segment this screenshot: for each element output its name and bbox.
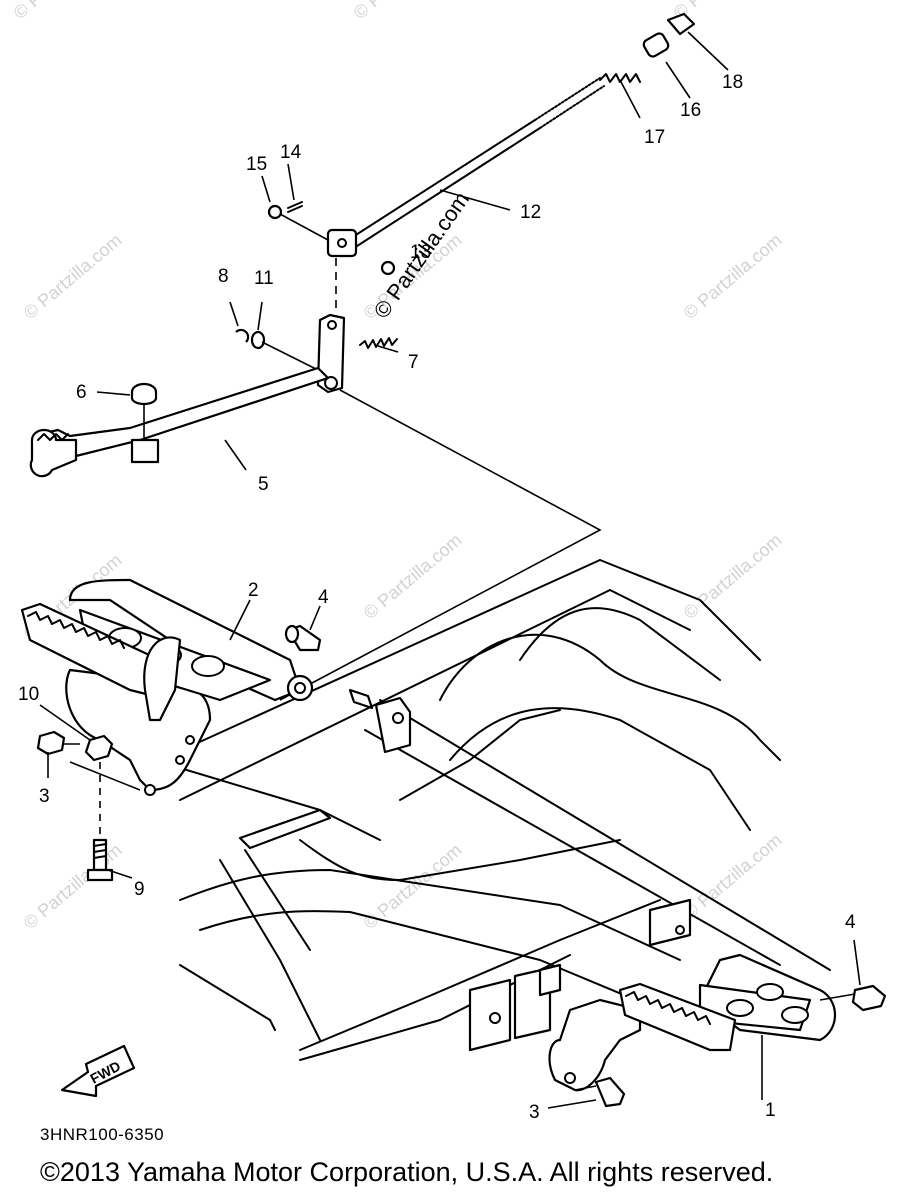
cross-tube	[238, 808, 332, 850]
callout-13: 13	[410, 242, 431, 263]
callout-4: 4	[845, 912, 856, 933]
callout-10: 10	[18, 684, 39, 705]
pedal-boss	[130, 438, 160, 464]
part-code: 3HNR100-6350	[40, 1125, 165, 1144]
callout-14: 14	[280, 142, 302, 163]
callout-18: 18	[722, 72, 743, 93]
adjusting-nut	[642, 32, 670, 58]
copyright-notice: ©2013 Yamaha Motor Corporation, U.S.A. A…	[40, 1157, 774, 1187]
callout-16: 16	[680, 100, 701, 121]
callout-3: 3	[39, 786, 50, 807]
nut-10	[84, 734, 114, 762]
bolt-3	[36, 730, 66, 756]
watermark: © Partzilla.com	[350, 0, 456, 23]
callout-8: 8	[218, 266, 229, 287]
callout-12: 12	[520, 202, 541, 223]
joint-hole	[337, 238, 347, 248]
watermark: © Partzilla.com	[680, 830, 786, 923]
front-block	[648, 898, 692, 947]
callouts: 1 2 3 3 4 4 5 6 7 8 9 10 11 12 13 14 15 …	[18, 72, 856, 1123]
pin	[267, 204, 283, 220]
bolt-4-right	[851, 984, 887, 1012]
washer	[380, 260, 396, 276]
footrest-bracket	[65, 668, 212, 792]
brake-rod	[347, 119, 541, 249]
frame	[159, 559, 831, 1061]
callout-15: 15	[246, 154, 267, 175]
cotter-pin	[287, 201, 303, 213]
rod-threaded-end	[534, 77, 605, 129]
callout-5: 5	[258, 474, 269, 495]
pedal-tip	[29, 428, 78, 478]
callout-17: 17	[644, 127, 665, 148]
footrest-spring-loop	[143, 636, 182, 722]
callout-1: 1	[765, 1100, 776, 1121]
watermark: © Partzilla.com	[680, 230, 786, 323]
watermarks: © Partzilla.com © Partzilla.com © Partzi…	[10, 0, 786, 933]
return-spring	[359, 337, 398, 349]
circlip	[235, 328, 250, 343]
watermark: © Partzilla.com	[20, 230, 126, 323]
callout-9: 9	[134, 879, 145, 900]
left-footrest	[20, 578, 322, 882]
bolt-3-right	[594, 1076, 626, 1108]
rod-spring	[599, 73, 641, 83]
callout-3: 3	[529, 1102, 540, 1123]
arm-pivot	[324, 376, 338, 390]
callout-7: 7	[408, 352, 419, 373]
callout-4: 4	[318, 587, 329, 608]
brake-arm	[316, 313, 346, 394]
callout-2: 2	[248, 580, 259, 601]
watermark: © Partzilla.com	[10, 0, 116, 23]
washer-11	[250, 330, 266, 350]
rod-clevis	[666, 12, 696, 36]
arm-top-hole	[327, 320, 337, 330]
callout-6: 6	[76, 382, 87, 403]
pedal-pad	[130, 382, 158, 406]
right-footrest	[548, 953, 887, 1108]
fwd-arrow: FWD	[60, 1044, 136, 1098]
watermark: © Partzilla.com	[20, 840, 126, 933]
watermark: © Partzilla.com	[680, 530, 786, 623]
callout-11: 11	[254, 268, 274, 289]
frame-bracket	[374, 696, 412, 754]
leader-lines	[39, 31, 861, 1109]
brake-rod-assembly	[29, 12, 696, 701]
